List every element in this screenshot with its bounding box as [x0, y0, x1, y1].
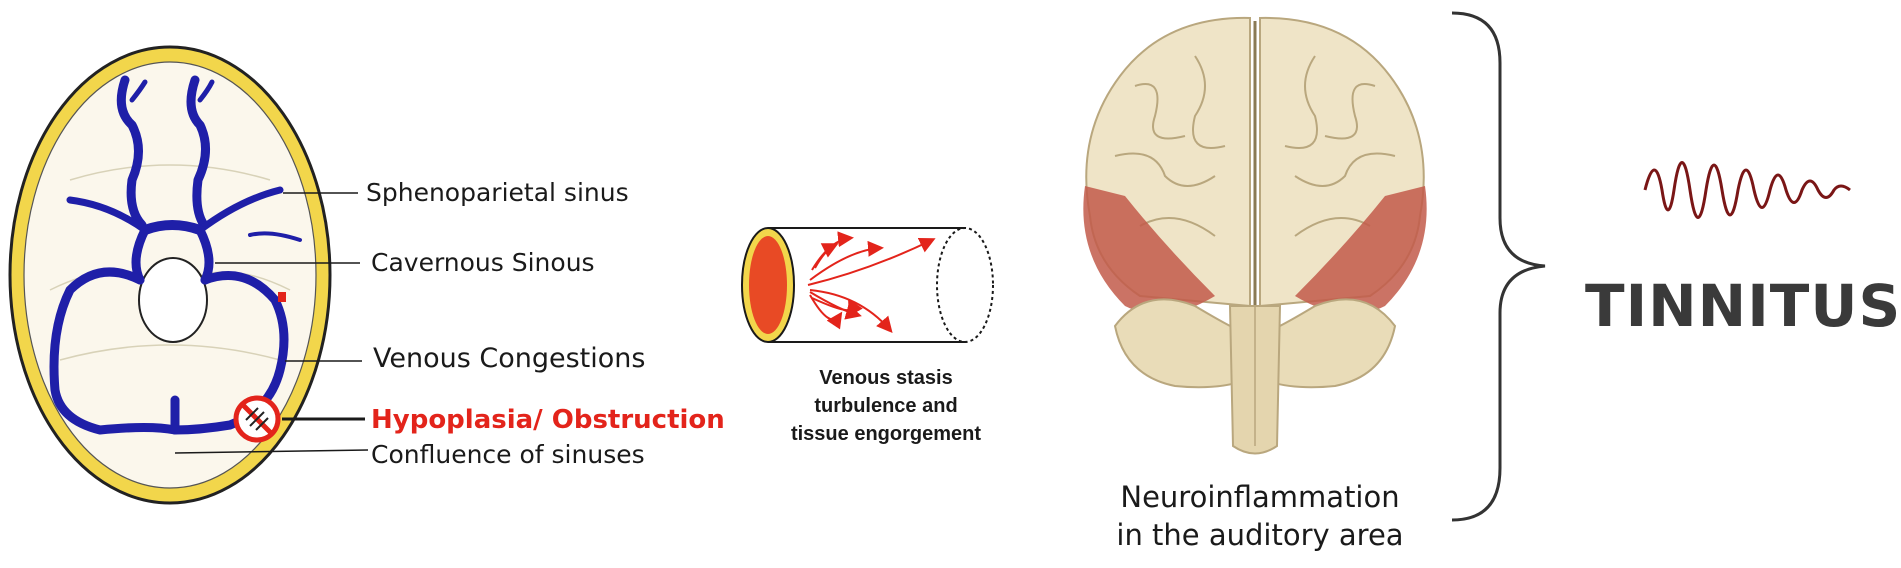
label-sphenoparietal-sinus: Sphenoparietal sinus [366, 178, 629, 207]
vessel-caption: Venous stasis turbulence and tissue engo… [766, 364, 1006, 448]
brain-caption: Neuroinflammation in the auditory area [1080, 478, 1440, 554]
brain-caption-line2: in the auditory area [1116, 518, 1404, 552]
prohibition-icon [233, 395, 281, 443]
brain-icon [1083, 16, 1427, 455]
vessel-caption-line1: Venous stasis [819, 367, 953, 389]
flow-arrows-icon [807, 231, 936, 334]
label-cavernous-sinous: Cavernous Sinous [371, 248, 595, 277]
tinnitus-title: TINNITUS [1585, 272, 1901, 340]
skull-base-icon [8, 45, 332, 505]
label-hypoplasia-obstruction: Hypoplasia/ Obstruction [371, 405, 725, 435]
vessel-caption-line3: tissue engorgement [790, 423, 982, 445]
label-confluence-of-sinuses: Confluence of sinuses [371, 440, 645, 469]
label-venous-congestions: Venous Congestions [373, 343, 646, 374]
sound-wave-icon [1643, 161, 1851, 219]
vessel-icon [741, 227, 994, 343]
vessel-caption-line2: turbulence and [814, 395, 958, 417]
brain-caption-line1: Neuroinflammation [1120, 480, 1400, 514]
leader-lines [174, 192, 369, 454]
curly-brace-icon [1451, 11, 1546, 522]
